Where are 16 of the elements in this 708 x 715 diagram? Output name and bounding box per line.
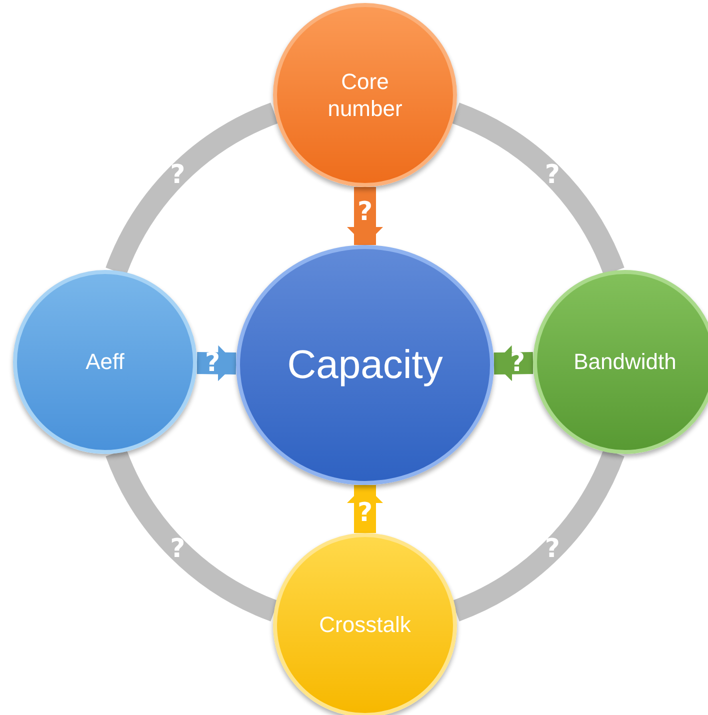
- edge-label: ?: [204, 350, 220, 376]
- block-arrow: [196, 345, 236, 382]
- block-arrow: [347, 187, 383, 245]
- edge-label: ?: [357, 199, 373, 225]
- node-label: Bandwidth: [572, 348, 678, 376]
- node-label: Capacity: [286, 342, 444, 389]
- edge-label: ?: [170, 536, 186, 562]
- block-arrow: [494, 345, 534, 382]
- edge-label: ?: [510, 350, 526, 376]
- node-label: Core number: [326, 68, 404, 122]
- edge-label: ?: [357, 500, 373, 526]
- node-label: Crosstalk: [318, 611, 412, 639]
- node-label: Aeff: [84, 348, 126, 376]
- edge-label: ?: [544, 536, 560, 562]
- edge-label: ?: [170, 162, 186, 188]
- edge-label: ?: [544, 162, 560, 188]
